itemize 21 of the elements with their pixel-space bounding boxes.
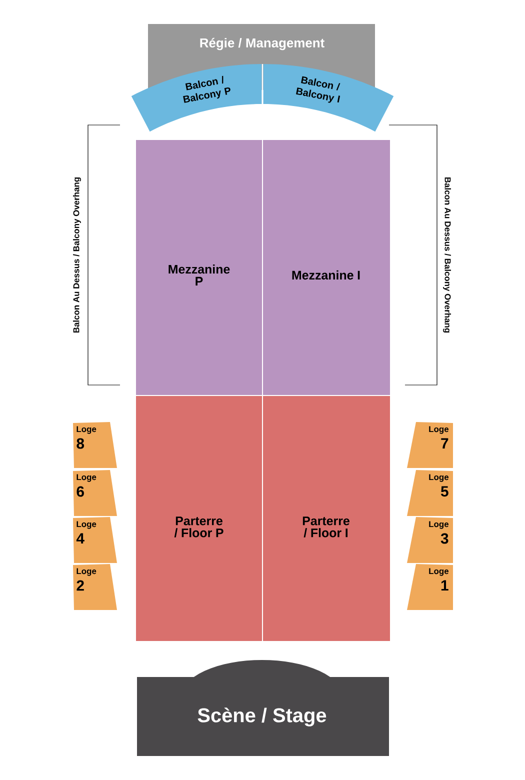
loge-box: Loge 5: [407, 470, 453, 516]
overhang-label: Balcon Au Dessus / Balcony Overhang: [73, 177, 81, 333]
loge-box: Loge 2: [73, 564, 117, 610]
node-label: Mezzanine P: [168, 264, 230, 286]
seating-section: Parterre / Floor I: [263, 396, 390, 641]
seating-section: Balcon / Balcony I: [263, 64, 394, 132]
loge-box: Loge 3: [407, 517, 453, 563]
node-label: Parterre / Floor I: [302, 516, 350, 538]
loge-box: Loge 8: [73, 422, 117, 468]
node-label: Parterre / Floor P: [174, 516, 224, 538]
stage: Scène / Stage: [137, 660, 389, 756]
loge-box: Loge 6: [73, 470, 117, 516]
loge-box: Loge 7: [407, 422, 453, 468]
seating-section: Mezzanine I: [263, 140, 390, 395]
overhang-label: Balcon Au Dessus / Balcony Overhang: [443, 177, 451, 333]
seating-section: Mezzanine P: [136, 140, 262, 395]
loge-box: Loge 4: [73, 517, 117, 563]
seating-section: Parterre / Floor P: [136, 396, 262, 641]
seating-section: Balcon / Balcony P: [131, 64, 262, 132]
node-label: Mezzanine I: [292, 270, 360, 280]
loge-box: Loge 1: [407, 564, 453, 610]
